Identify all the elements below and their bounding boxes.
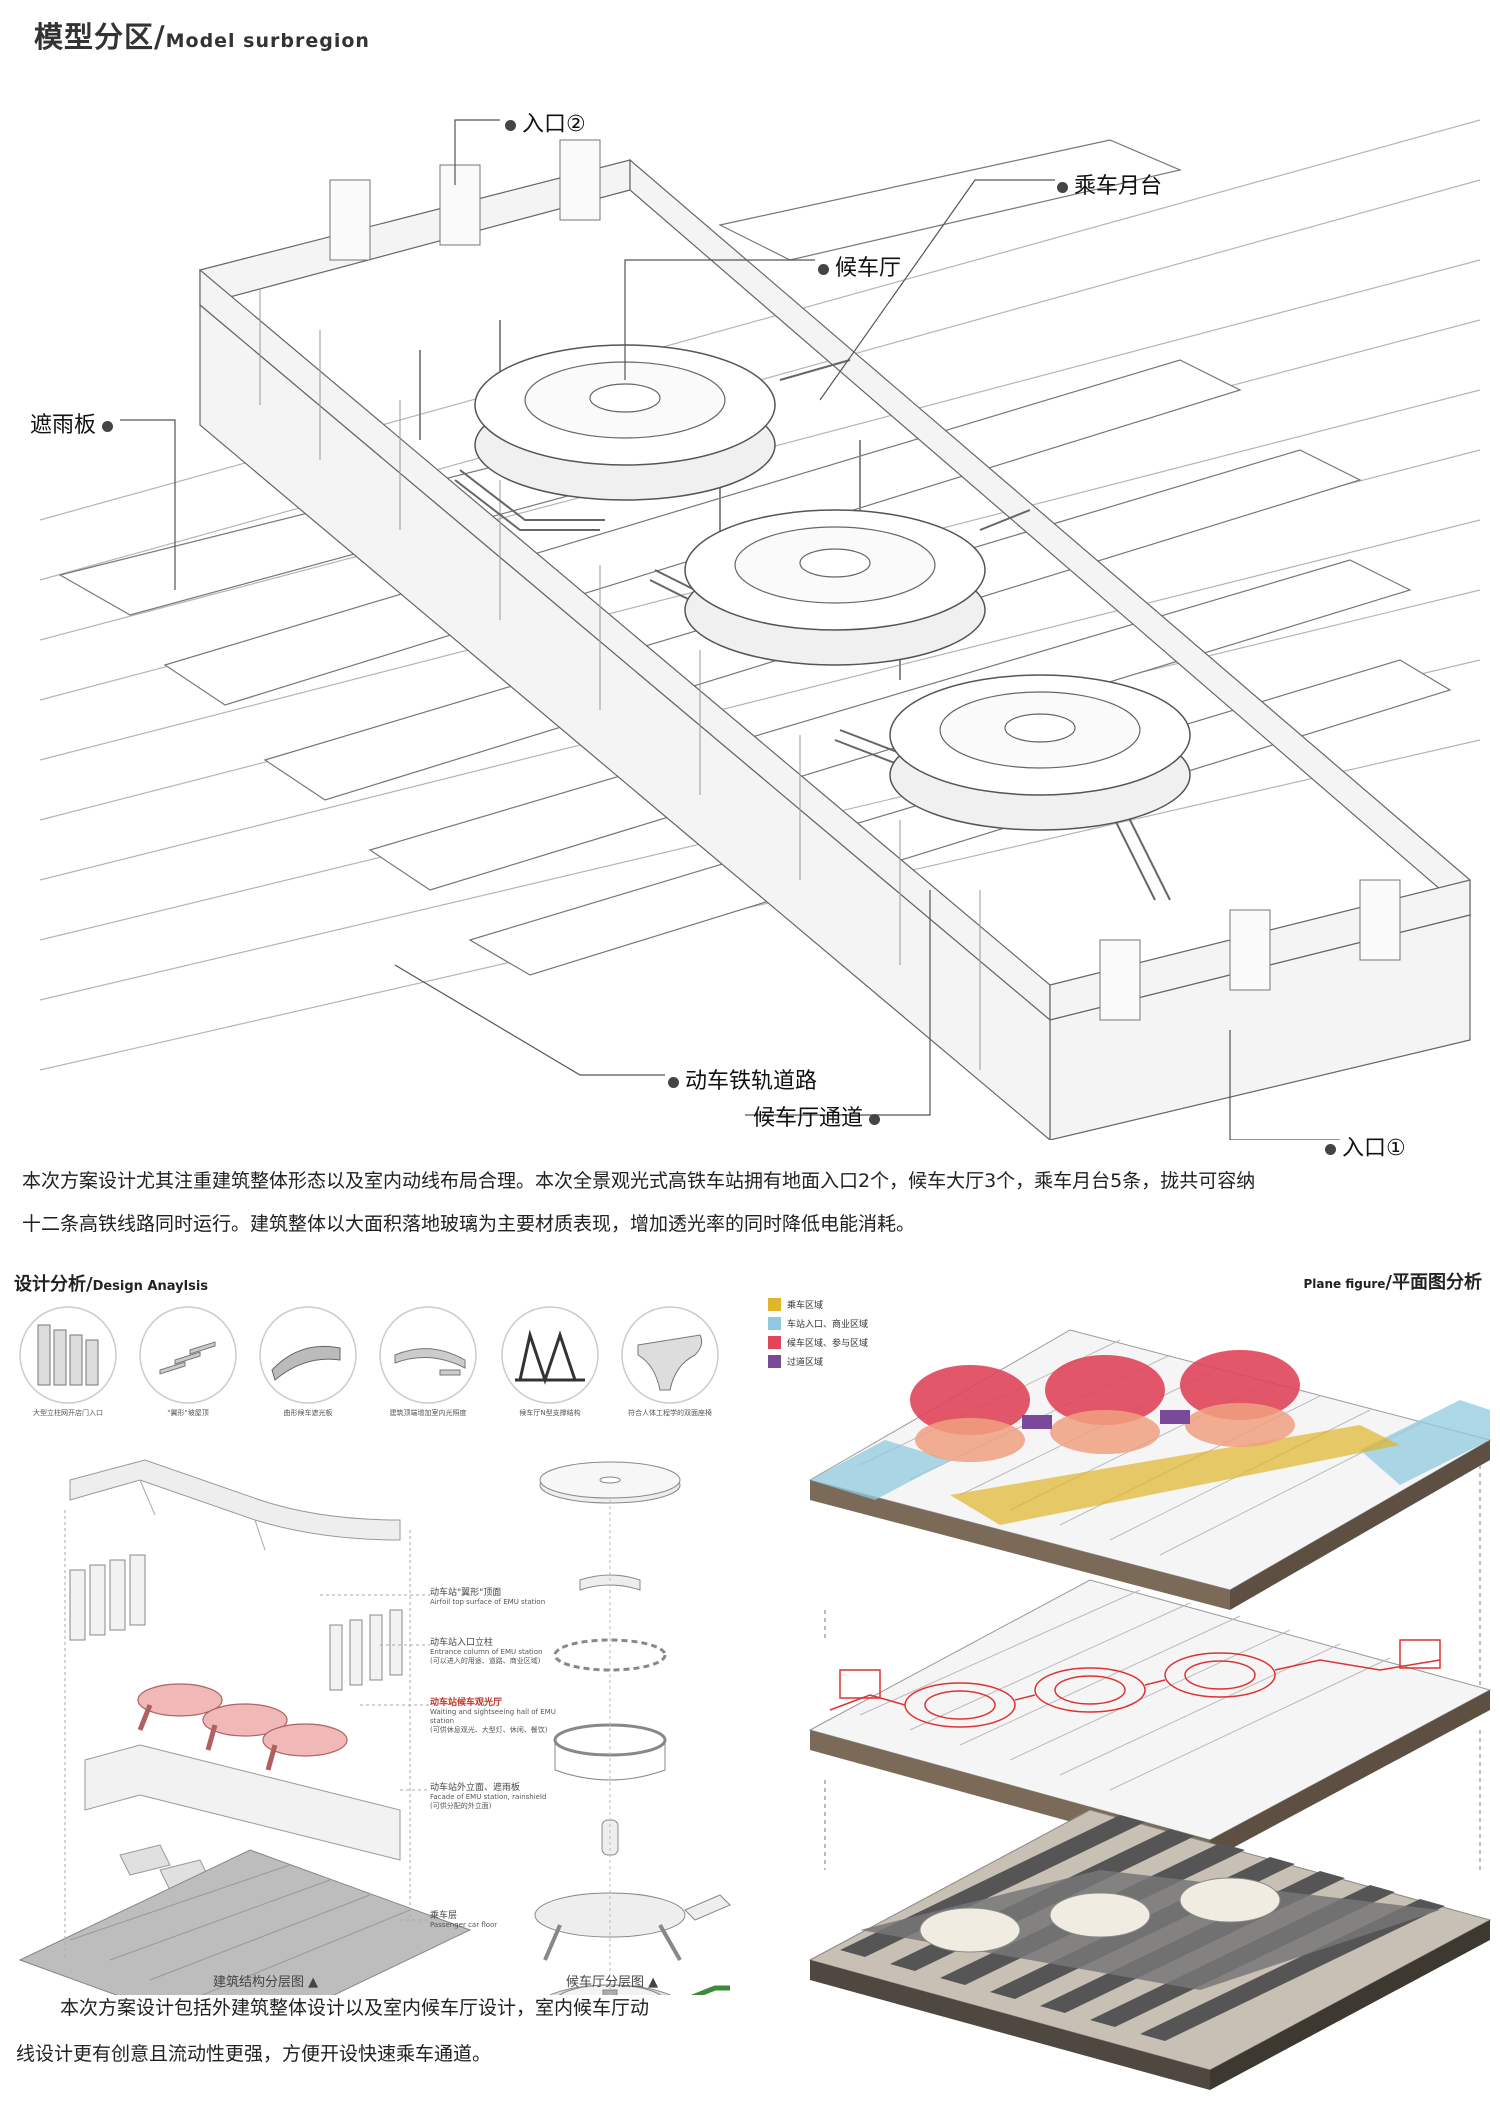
waiting-hall-ring-3 [889,674,1191,831]
callout-entrance-2: 入口② [505,106,586,138]
waiting-hall-ring-2 [684,509,986,666]
plan-legend: 乘车区域 车站入口、商业区域 候车区域、参与区域 过道区域 [768,1298,868,1374]
layer-label-waiting-hall: 动车站候车观光厅 Waiting and sightseeing hall of… [430,1698,556,1734]
plan-layer-zones [808,1329,1492,1610]
design-icons-row: 大型立柱网开店门入口 "翼形"坡屋顶 曲形候车遮光板 建筑顶端增加室内光照度 候… [10,1300,740,1430]
waiting-hall-ring-1 [474,344,776,501]
page-title: 模型分区/Model surbregion [34,14,370,56]
plan-layer-floor [808,1809,1492,2090]
title-slash: / [154,20,166,54]
callout-railway: 动车铁轨道路 [668,1063,817,1095]
caption-structure-layers: 建筑结构分层图 ▲ [213,1975,319,1990]
callout-canopy: 遮雨板 [30,407,114,439]
title-en: Model surbregion [165,30,370,52]
curved-canopy-icon [271,1345,341,1381]
summary-paragraph: 本次方案设计包括外建筑整体设计以及室内候车厅设计，室内候车厅动 线设计更有创意且… [16,1985,780,2077]
title-cn: 模型分区 [34,20,155,54]
description-line-2: 十二条高铁线路同时运行。建筑整体以大面积落地玻璃为主要材质表现，增加透光率的同时… [22,1213,916,1235]
legend-item-boarding: 乘车区域 [768,1298,868,1311]
layer-label-passenger-floor: 乘车层 Passenger car floor [430,1911,498,1929]
truss-structure-icon [515,1329,585,1385]
icon-caption-4: 建筑顶端增加室内光照度 [389,1409,467,1417]
icon-caption-6: 符合人体工程学的双面座椅 [628,1409,712,1417]
layer-label-roof: 动车站"翼形"顶面 Airfoil top surface of EMU sta… [430,1588,546,1606]
plan-figure-title: Plane figure/平面图分析 [1303,1272,1482,1293]
plan-layer-routes [808,1579,1492,1860]
structure-exploded-diagram [18,1459,731,1995]
wing-roof-icon [159,1341,216,1375]
icon-caption-2: "翼形"坡屋顶 [167,1409,209,1417]
summary-line-2: 线设计更有创意且流动性更强，方便开设快速乘车通道。 [16,2043,492,2065]
callout-waiting-hall: 候车厅 [818,250,901,282]
ergonomic-seat-icon [637,1334,703,1391]
pink-waiting-halls [137,1683,348,1771]
roof-skylight-icon [394,1348,466,1376]
summary-line-1: 本次方案设计包括外建筑整体设计以及室内候车厅设计，室内候车厅动 [60,1997,650,2019]
callout-platform: 乘车月台 [1057,168,1162,200]
callout-entrance-1: 入口① [1325,1130,1406,1162]
plan-layers-diagram [808,1329,1492,2090]
description-line-1: 本次方案设计尤其注重建筑整体形态以及室内动线布局合理。本次全景观光式高铁车站拥有… [22,1170,1256,1192]
layer-label-facade: 动车站外立面、遮雨板 Facade of EMU station, rainsh… [430,1783,547,1810]
legend-swatch-boarding [768,1298,781,1311]
station-axonometric-model [39,119,1481,1140]
design-analysis-title: 设计分析/Design Anaylsis [14,1274,209,1295]
icon-caption-3: 曲形候车遮光板 [283,1409,333,1417]
legend-swatch-entrance [768,1317,781,1330]
legend-item-waiting: 候车区域、参与区域 [768,1336,868,1349]
icon-caption-1: 大型立柱网开店门入口 [33,1409,103,1417]
legend-swatch-aisle [768,1355,781,1368]
legend-item-aisle: 过道区域 [768,1355,868,1368]
caption-hall-layers: 候车厅分层图 ▲ [566,1975,659,1990]
column-facade-icon [37,1324,99,1386]
legend-swatch-waiting [768,1336,781,1349]
legend-item-entrance: 车站入口、商业区域 [768,1317,868,1330]
description-paragraph: 本次方案设计尤其注重建筑整体形态以及室内动线布局合理。本次全景观光式高铁车站拥有… [22,1160,1482,1246]
layer-label-columns: 动车站入口立柱 Entrance column of EMU station (… [430,1638,543,1665]
callout-hall-passage: 候车厅通道 [753,1100,881,1132]
icon-caption-5: 候车厅N型支撑结构 [519,1409,581,1417]
